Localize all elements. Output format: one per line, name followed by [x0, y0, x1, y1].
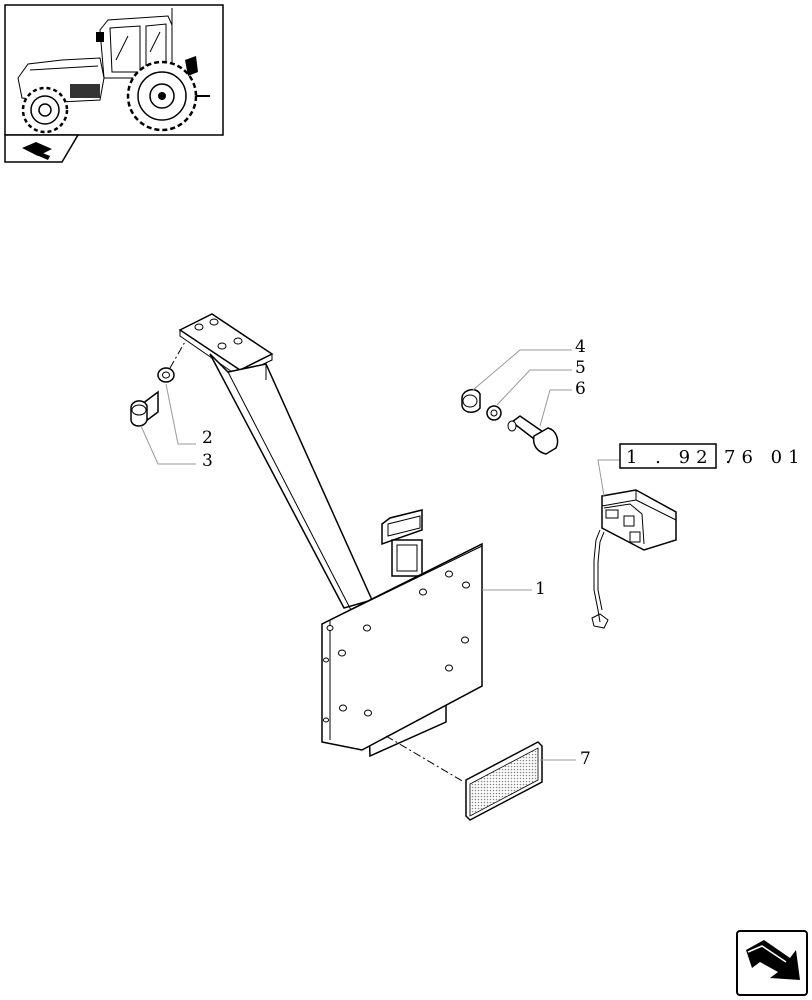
bolt-item-6	[507, 415, 559, 455]
reference-box	[619, 443, 717, 469]
reference-boxed-code: 1 . 92 .	[626, 447, 737, 468]
callout-3: 3	[202, 451, 213, 471]
next-page-arrow-icon[interactable]	[736, 930, 808, 996]
cross-reference[interactable]: 1 . 92 . 76 01	[619, 443, 806, 469]
tractor-thumbnail-icon[interactable]	[4, 4, 224, 136]
plate-section-icon[interactable]	[4, 134, 80, 163]
bolt-item-3	[130, 390, 159, 427]
callout-4: 4	[575, 337, 586, 357]
callout-1: 1	[535, 579, 546, 599]
leader-lines	[140, 349, 620, 761]
washer-item-2	[157, 367, 175, 383]
callout-2: 2	[202, 428, 213, 448]
callout-6: 6	[575, 379, 586, 399]
rear-light-lamp	[591, 489, 677, 629]
reflector-item-7	[465, 741, 543, 821]
nut-item-4	[461, 388, 481, 413]
reference-code-rest: 76 01	[724, 447, 806, 468]
callout-5: 5	[575, 358, 586, 378]
callout-7: 7	[580, 749, 591, 769]
washer-item-5	[486, 405, 502, 421]
plate-bracket-assembly	[178, 313, 483, 758]
